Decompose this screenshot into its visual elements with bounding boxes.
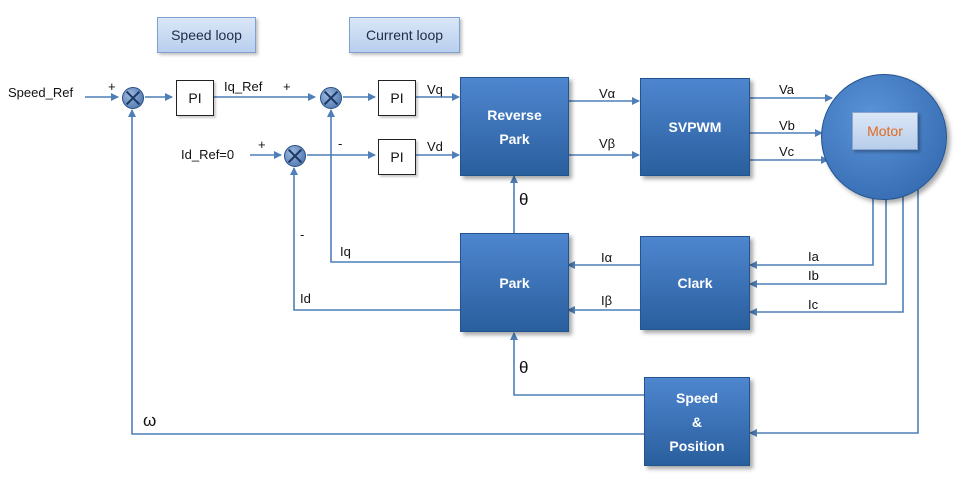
reverse-park-line2: Park — [499, 130, 530, 147]
v-alpha-label: Vα — [599, 86, 616, 101]
va-label: Va — [779, 82, 794, 97]
wire-id-feedback — [290, 167, 461, 311]
ic-label: Ic — [808, 297, 819, 312]
vd-label: Vd — [427, 139, 443, 154]
speed-sum-plus-sign: + — [108, 79, 116, 94]
d-pi-controller: PI — [378, 139, 416, 175]
speed-pi-controller: PI — [176, 80, 214, 116]
motor-label-box: Motor — [852, 112, 918, 150]
wire-ic — [749, 194, 904, 316]
svpwm-label: SVPWM — [668, 119, 722, 135]
iq-summing-junction — [320, 87, 342, 109]
speed-pi-label: PI — [188, 90, 202, 106]
id-sum-minus-sign: - — [300, 227, 305, 242]
theta-bottom-label: θ — [519, 358, 529, 377]
speed-summing-junction — [122, 87, 144, 109]
theta-top-label: θ — [519, 190, 529, 209]
svpwm-block: SVPWM — [640, 78, 750, 176]
omega-label: ω — [143, 411, 157, 430]
iq-sum-minus-sign: - — [338, 136, 343, 151]
vb-label: Vb — [779, 118, 795, 133]
iq-sum-plus-sign: + — [283, 79, 291, 94]
wire-ia — [749, 196, 874, 269]
vc-label: Vc — [779, 144, 795, 159]
wire-omega — [128, 109, 644, 435]
v-beta-label: Vβ — [599, 136, 616, 151]
speed-position-line2: & — [691, 413, 703, 430]
speed-position-line1: Speed — [675, 389, 718, 406]
wire-iq-feedback — [327, 109, 461, 263]
q-pi-controller: PI — [378, 80, 416, 116]
wire-encoder — [749, 180, 919, 437]
ib-label: Ib — [808, 268, 819, 283]
park-label: Park — [499, 274, 530, 291]
iq-ref-label: Iq_Ref — [224, 79, 263, 94]
speed-ref-label: Speed_Ref — [8, 85, 74, 100]
i-beta-label: Iβ — [601, 293, 613, 308]
id-ref-label: Id_Ref=0 — [181, 147, 235, 162]
speed-position-block: Speed & Position — [644, 377, 750, 466]
wire-theta-to-park — [510, 332, 644, 396]
reverse-park-block: Reverse Park — [460, 77, 569, 176]
id-feedback-label: Id — [300, 291, 311, 306]
current-loop-tag: Current loop — [349, 17, 460, 53]
d-pi-label: PI — [390, 149, 404, 165]
wire-ib — [749, 198, 887, 288]
id-summing-junction — [284, 145, 306, 167]
vq-label: Vq — [427, 82, 443, 97]
motor-label: Motor — [867, 123, 903, 139]
speed-position-line3: Position — [669, 437, 725, 454]
ia-label: Ia — [808, 249, 819, 264]
i-alpha-label: Iα — [601, 250, 613, 265]
clark-label: Clark — [677, 275, 713, 291]
speed-loop-tag: Speed loop — [157, 17, 256, 53]
clark-block: Clark — [640, 236, 750, 330]
park-block: Park — [460, 233, 569, 332]
iq-feedback-label: Iq — [340, 244, 351, 259]
reverse-park-line1: Reverse — [487, 106, 542, 123]
current-loop-label: Current loop — [365, 27, 444, 43]
id-sum-plus-sign: + — [258, 137, 266, 152]
speed-loop-label: Speed loop — [171, 27, 242, 43]
q-pi-label: PI — [390, 90, 404, 106]
